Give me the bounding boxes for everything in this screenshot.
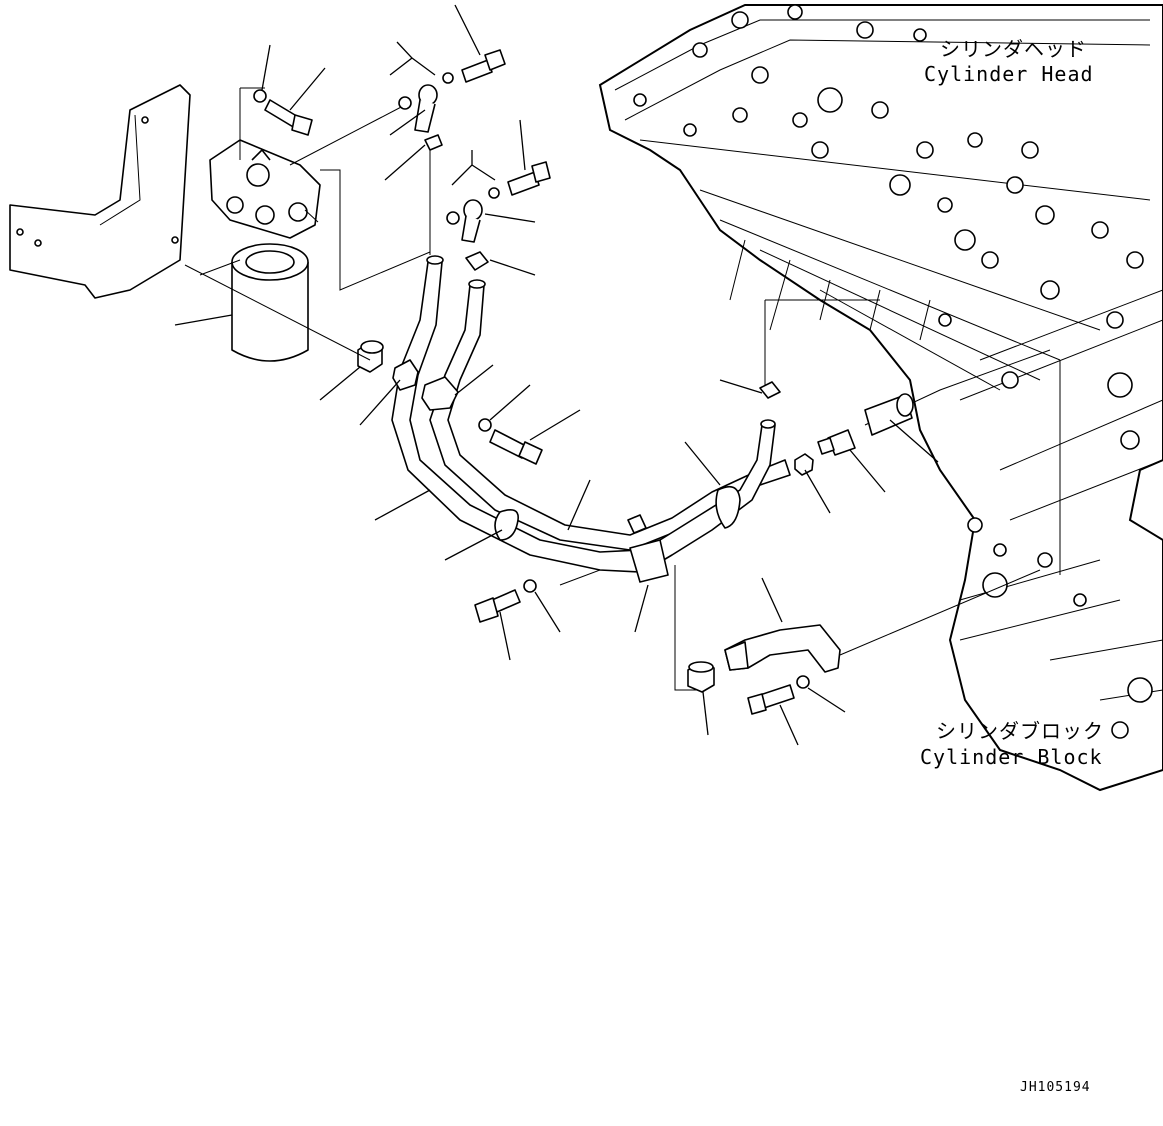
hose-clamps [392, 134, 781, 583]
engine-block-outline [598, 4, 1163, 792]
cylinder-block-label-jp: シリンダブロック [936, 719, 1104, 743]
bolt-lower-left [474, 579, 537, 623]
bolt-top-left [264, 99, 313, 136]
cylinder-block-label-en: Cylinder Block [920, 745, 1103, 769]
hose-bracket [724, 624, 841, 673]
bolt-clamp [478, 418, 543, 465]
filter-mounting-bracket [9, 84, 191, 299]
filter-head [209, 139, 321, 239]
connector-nipple [817, 429, 856, 456]
eye-bolt-fitting-2 [446, 187, 500, 243]
leader-lines [174, 4, 939, 746]
bolt-mid-right [507, 161, 551, 196]
fuel-hose-a [391, 255, 651, 573]
head-bolt-pattern [633, 4, 1153, 739]
connector-sleeve [864, 393, 914, 436]
bolt-lower-right [747, 675, 810, 715]
fuel-hose-b [429, 279, 791, 551]
spacer-lower [687, 661, 715, 693]
cylinder-head-label-jp: シリンダヘッド [940, 37, 1087, 61]
fuel-filter-cartridge [231, 243, 309, 362]
connector-nut [794, 453, 814, 476]
washer-top-left [253, 89, 267, 103]
assembly-lines [184, 87, 1061, 691]
drawing-code: JH105194 [1020, 1080, 1091, 1095]
cylinder-head-label-en: Cylinder Head [924, 62, 1094, 86]
spacer-left [357, 340, 384, 373]
bolt-top-center [461, 49, 506, 83]
